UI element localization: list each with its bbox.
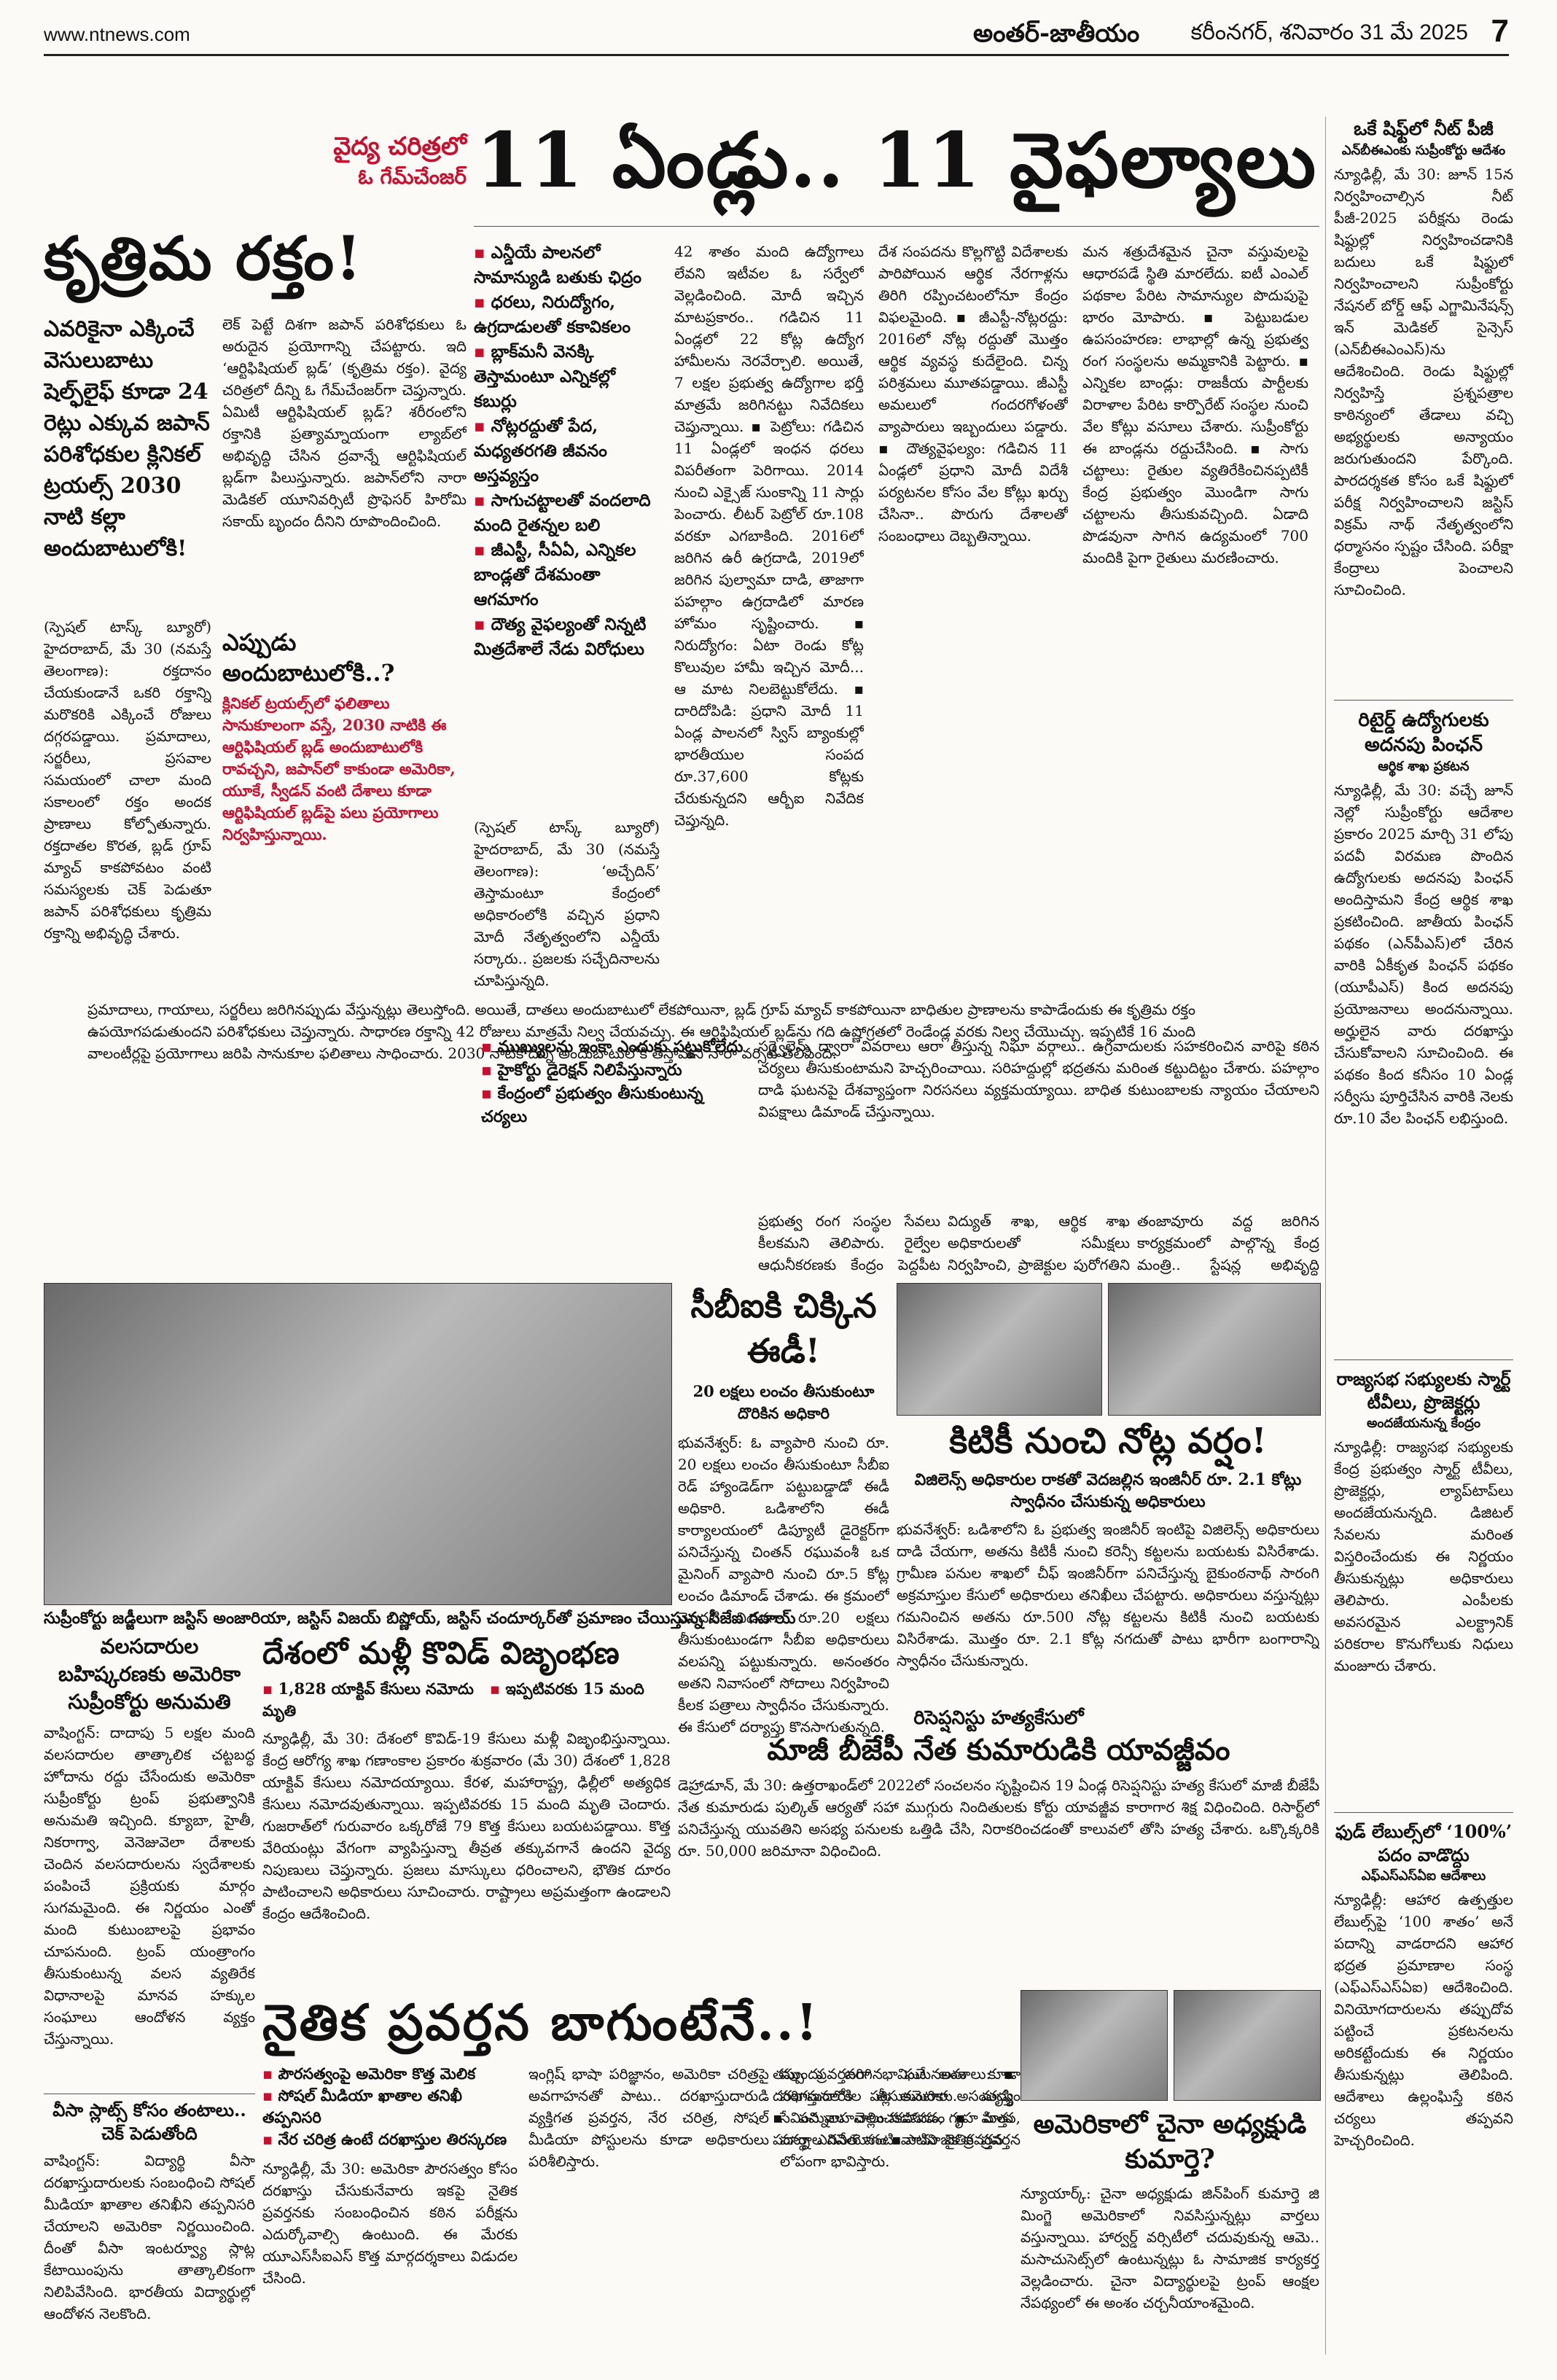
column-divider: [1325, 117, 1326, 2354]
migrants-headline: వలసదారుల బహిష్కరణకు అమెరికా సుప్రీంకోర్ట…: [58, 1634, 241, 1714]
cbi-headline: సీబీఐకి చిక్కిన ఈడీ!: [690, 1286, 877, 1370]
bullet-item: నేర చరిత్ర ఉంటే దరఖాస్తుల తిరస్కరణ: [262, 2129, 518, 2150]
rule: [1334, 1359, 1513, 1360]
ethics-body-3: ముందు జరిగిన ఘటనలను కూడా పరిగణనలోకి తీసు…: [780, 2065, 1021, 2170]
covid-subheads: ▪ 1,828 యాక్టివ్‌ కేసులు నమోదు ▪ ఇప్పటివ…: [262, 1679, 644, 1720]
cbi-subhead: 20 లక్షలు లంచం తీసుకుంటూ దొరికిన అధికారి: [692, 1382, 875, 1422]
health-callout: క్లినికల్‌ ట్రయల్స్‌లో ఫలితాలు సానుకూలంగ…: [222, 694, 456, 843]
ycp-box: ముఖ్యులను ఇంకా ఎందుకు పట్టుకోలేదు హైకోర్…: [481, 1035, 744, 1276]
main-story: ఎన్డీయే పాలనలో సామాన్యుడి బతుకు ఛిద్రం ధ…: [474, 233, 1319, 1035]
health-story: వైద్య చరిత్రలో ఓ గేమ్‌చేంజర్‌ కృత్రిమ రక…: [44, 131, 467, 984]
dateline: కరీంనగర్‌, శనివారం 31 మే 2025: [1190, 20, 1468, 44]
health-headline: కృత్రిమ రక్తం!: [44, 224, 364, 294]
ethics-headline: నైతిక ప్రవర్తన బాగుంటేనే..!: [262, 1994, 820, 2052]
notes-story: కిటికీ నుంచి నోట్ల వర్షం! విజిలెన్స్‌ అధ…: [897, 1418, 1319, 1702]
photo: [1174, 1990, 1321, 2101]
food-headline: ఫుడ్‌ లేబుల్స్‌లో ‘100%’ పదం వాడొద్దు: [1335, 1821, 1513, 1865]
bjp-kicker: రిసెప్షనిస్టు హత్యకేసులో: [913, 1707, 1084, 1729]
page-number: 7: [1491, 13, 1509, 49]
bullet-item: ఎన్డీయే పాలనలో సామాన్యుడి బతుకు ఛిద్రం: [474, 241, 660, 290]
rajyasabha-subhead: అందజేయనున్న కేంద్రం: [1366, 1416, 1480, 1431]
main-dateline: (స్పెషల్‌ టాస్క్‌ బ్యూరో) హైదరాబాద్‌, మే…: [474, 819, 660, 989]
food-body: న్యూఢిల్లీ: ఆహార ఉత్పత్తుల లేబుల్స్‌పై ‘…: [1334, 1891, 1513, 2149]
rule: [1334, 1812, 1513, 1813]
health-body-2: లెక్‌ పెట్టే దిశగా జపాన్‌ పరిశోధకులు ఓ అ…: [222, 316, 467, 530]
bullet-item: జీఎస్టీ, సీఏఏ, ఎన్నికల బాండ్లతో దేశమంతా …: [474, 538, 660, 612]
rail-col-1: ప్రభుత్వ రంగ సంస్థల సేవలు కీలకమని తెలిపా…: [758, 1212, 940, 1273]
bullet-item: బ్లాక్‌మనీ వెనక్కి తెస్తామంటూ ఎన్నికల్లో…: [474, 340, 660, 414]
ycp-body: సర్వైలెన్స్‌ ద్వారా వివరాలు ఆరా తీస్తున్…: [758, 1037, 1319, 1120]
covid-headline: దేశంలో మళ్లీ కొవిడ్‌ విజృంభణ: [262, 1635, 620, 1671]
covid-story: దేశంలో మళ్లీ కొవిడ్‌ విజృంభణ ▪ 1,828 యాక…: [262, 1633, 671, 1983]
bjp-story: రిసెప్షనిస్టు హత్యకేసులో మాజీ బీజేపీ నేత…: [678, 1706, 1319, 1924]
china-headline: అమెరికాలో చైనా అధ్యక్షుడి కుమార్తె?: [1033, 2109, 1307, 2174]
bullet-item: నోట్లరద్దుతో పేద, మధ్యతరగతి జీవనం అస్తవ్…: [474, 414, 660, 488]
bjp-body: డెహ్రాడూన్‌, మే 30: ఉత్తరాఖండ్‌లో 2022లో…: [678, 1776, 1319, 1860]
covid-body: న్యూఢిల్లీ, మే 30: దేశంలో కొవిడ్‌-19 కేస…: [262, 1730, 671, 1922]
bullet-item: దౌత్య వైఫల్యంతో నిన్నటి మిత్రదేశాలే నేడు…: [474, 612, 660, 662]
health-body-1: (స్పెషల్‌ టాస్క్‌ బ్యూరో) హైదరాబాద్‌, మే…: [44, 618, 211, 942]
retired-body: న్యూఢిల్లీ, మే 30: వచ్చే జూన్‌ నెల్లో సు…: [1334, 781, 1513, 1127]
notes-subhead: విజిలెన్స్‌ అధికారుల రాకతో వెదజల్లిన ఇంజ…: [914, 1470, 1302, 1511]
retired-subhead: ఆర్థిక శాఖ ప్రకటన: [1378, 759, 1470, 774]
site-url[interactable]: www.ntnews.com: [44, 23, 190, 45]
migrants-body: వాషింగ్టన్‌: దాదాపు 5 లక్షల మంది వలసదారు…: [44, 1724, 255, 2048]
main-headline: 11 ఏండ్లు.. 11 వైఫల్యాలు: [475, 115, 1318, 205]
notes-body: భువనేశ్వర్‌: ఒడిశాలోని ఓ ప్రభుత్వ ఇంజినీ…: [897, 1521, 1319, 1669]
bullet-item: కేంద్రంలో ప్రభుత్వం తీసుకుంటున్న చర్యలు: [481, 1082, 744, 1128]
ethics-body-2: ఇంగ్లిష్‌ భాషా పరిజ్ఞానం, అమెరికా చరిత్ర…: [528, 2065, 769, 2170]
retired-headline: రిటైర్డ్‌ ఉద్యోగులకు అదనపు పింఛన్‌: [1358, 709, 1489, 756]
main-col-3: మన శత్రుదేశమైన చైనా వస్తువులపై ఆధారపడే స…: [1082, 243, 1308, 566]
rule: [474, 226, 1319, 227]
main-bullets: ఎన్డీయే పాలనలో సామాన్యుడి బతుకు ఛిద్రం ధ…: [474, 241, 660, 802]
health-subhead: ఎప్పుడు అందుబాటులోకి..?: [222, 628, 395, 687]
neet-headline: ఒకే షిఫ్ట్‌లో నీట్‌ పీజీ: [1354, 118, 1494, 139]
ethics-body-1: న్యూఢిల్లీ, మే 30: అమెరికా పౌరసత్వం కోసం…: [262, 2160, 518, 2287]
bullet-item: ముఖ్యులను ఇంకా ఎందుకు పట్టుకోలేదు: [481, 1035, 744, 1058]
bullet-item: పౌరసత్వంపై అమెరికా కొత్త మెలిక: [262, 2063, 518, 2085]
notes-headline: కిటికీ నుంచి నోట్ల వర్షం!: [949, 1421, 1267, 1462]
rail-col-3: తంజావూరు వద్ద జరిగిన కార్యక్రమంలో పాల్గొ…: [1137, 1212, 1319, 1273]
main-col-2: దేశ సంపదను కొల్లగొట్టి విదేశాలకు పారిపోయ…: [878, 243, 1068, 545]
ethics-body-4: తప్పు ప్రవర్తనగా భావించే అంశాలు: ▪ దరఖాస…: [773, 2065, 1013, 2148]
visa-headline: వీసా స్లాట్స్‌ కోసం తంటాలు.. చెక్‌ పెడుత…: [52, 2099, 246, 2144]
bjp-headline: మాజీ బీజేపీ నేత కుమారుడికి యావజ్జీవం: [767, 1733, 1230, 1767]
health-kicker: వైద్య చరిత్రలో ఓ గేమ్‌చేంజర్‌: [333, 132, 467, 189]
china-story: అమెరికాలో చైనా అధ్యక్షుడి కుమార్తె? న్యూ…: [1021, 2107, 1319, 2354]
rajyasabha-body: న్యూఢిల్లీ: రాజ్యసభ సభ్యులకు కేంద్ర ప్రభ…: [1334, 1438, 1513, 1674]
cbi-story: సీబీఐకి చిక్కిన ఈడీ! 20 లక్షలు లంచం తీసు…: [678, 1283, 889, 1822]
section-title: అంతర్‌-జాతీయం: [973, 19, 1140, 48]
right-column: ఒకే షిఫ్ట్‌లో నీట్‌ పీజీ ఎన్‌బీఈఎంకు సుప…: [1334, 117, 1513, 2354]
food-subhead: ఎఫ్‌ఎస్‌ఎస్‌ఏఐ ఆదేశాలు: [1361, 1868, 1486, 1884]
bullet-item: ధరలు, నిరుద్యోగం, ఉగ్రదాడులతో కకావికలం: [474, 290, 660, 340]
news-photo: [897, 1283, 1102, 1416]
news-photo: [1108, 1283, 1321, 1416]
court-caption: సుప్రీంకోర్టు జడ్జీలుగా జస్టిస్‌ అంజారియ…: [44, 1609, 796, 1628]
rajyasabha-headline: రాజ్యసభ సభ్యులకు స్మార్ట్‌ టీవీలు, ప్రొజ…: [1336, 1368, 1511, 1413]
page-header: www.ntnews.com అంతర్‌-జాతీయం కరీంనగర్‌, …: [44, 13, 1509, 56]
migrants-story: వలసదారుల బహిష్కరణకు అమెరికా సుప్రీంకోర్ట…: [44, 1633, 255, 2333]
neet-body: న్యూఢిల్లీ, మే 30: జూన్‌ 15న నిర్వహించాల…: [1334, 165, 1513, 598]
ycp-bullets: ముఖ్యులను ఇంకా ఎందుకు పట్టుకోలేదు హైకోర్…: [481, 1035, 744, 1128]
photo: [1021, 1990, 1168, 2101]
ethics-story: నైతిక ప్రవర్తన బాగుంటేనే..! పౌరసత్వంపై అ…: [262, 1990, 1319, 2354]
rail-col-2: విద్యుత్‌ శాఖ, ఆర్థిక శాఖ అధికారులతో సమీ…: [948, 1212, 1130, 1273]
bullet-item: సాగుచట్టాలతో వందలాది మంది రైతన్నల బలి: [474, 488, 660, 538]
health-deck: ఎవరికైనా ఎక్కించే వెసులుబాటు షెల్ఫ్‌లైఫ్…: [44, 316, 210, 561]
bullet-item: సోషల్‌ మీడియా ఖాతాల తనిఖీ తప్పనిసరి: [262, 2085, 518, 2129]
visa-body: వాషింగ్టన్‌: విద్యార్థి వీసా దరఖాస్తుదార…: [44, 2152, 255, 2322]
ethics-bullets: పౌరసత్వంపై అమెరికా కొత్త మెలిక సోషల్‌ మీ…: [262, 2063, 518, 2150]
bullet-item: హైకోర్టు డైరెక్షన్‌ నిలిపేస్తున్నారు: [481, 1058, 744, 1082]
rule: [1334, 700, 1513, 701]
court-photo: [44, 1283, 672, 1605]
china-body: న్యూయార్క్‌: చైనా అధ్యక్షుడు జిన్‌పింగ్‌…: [1021, 2185, 1319, 2311]
cbi-body: భువనేశ్వర్‌: ఓ వ్యాపారి నుంచి రూ. 20 లక్…: [678, 1434, 889, 1736]
main-col-1: 42 శాతం మంది ఉద్యోగాలు లేవని ఇటీవల ఓ సర్…: [674, 243, 864, 829]
neet-subhead: ఎన్‌బీఈఎంకు సుప్రీంకోర్టు ఆదేశం: [1341, 143, 1506, 158]
